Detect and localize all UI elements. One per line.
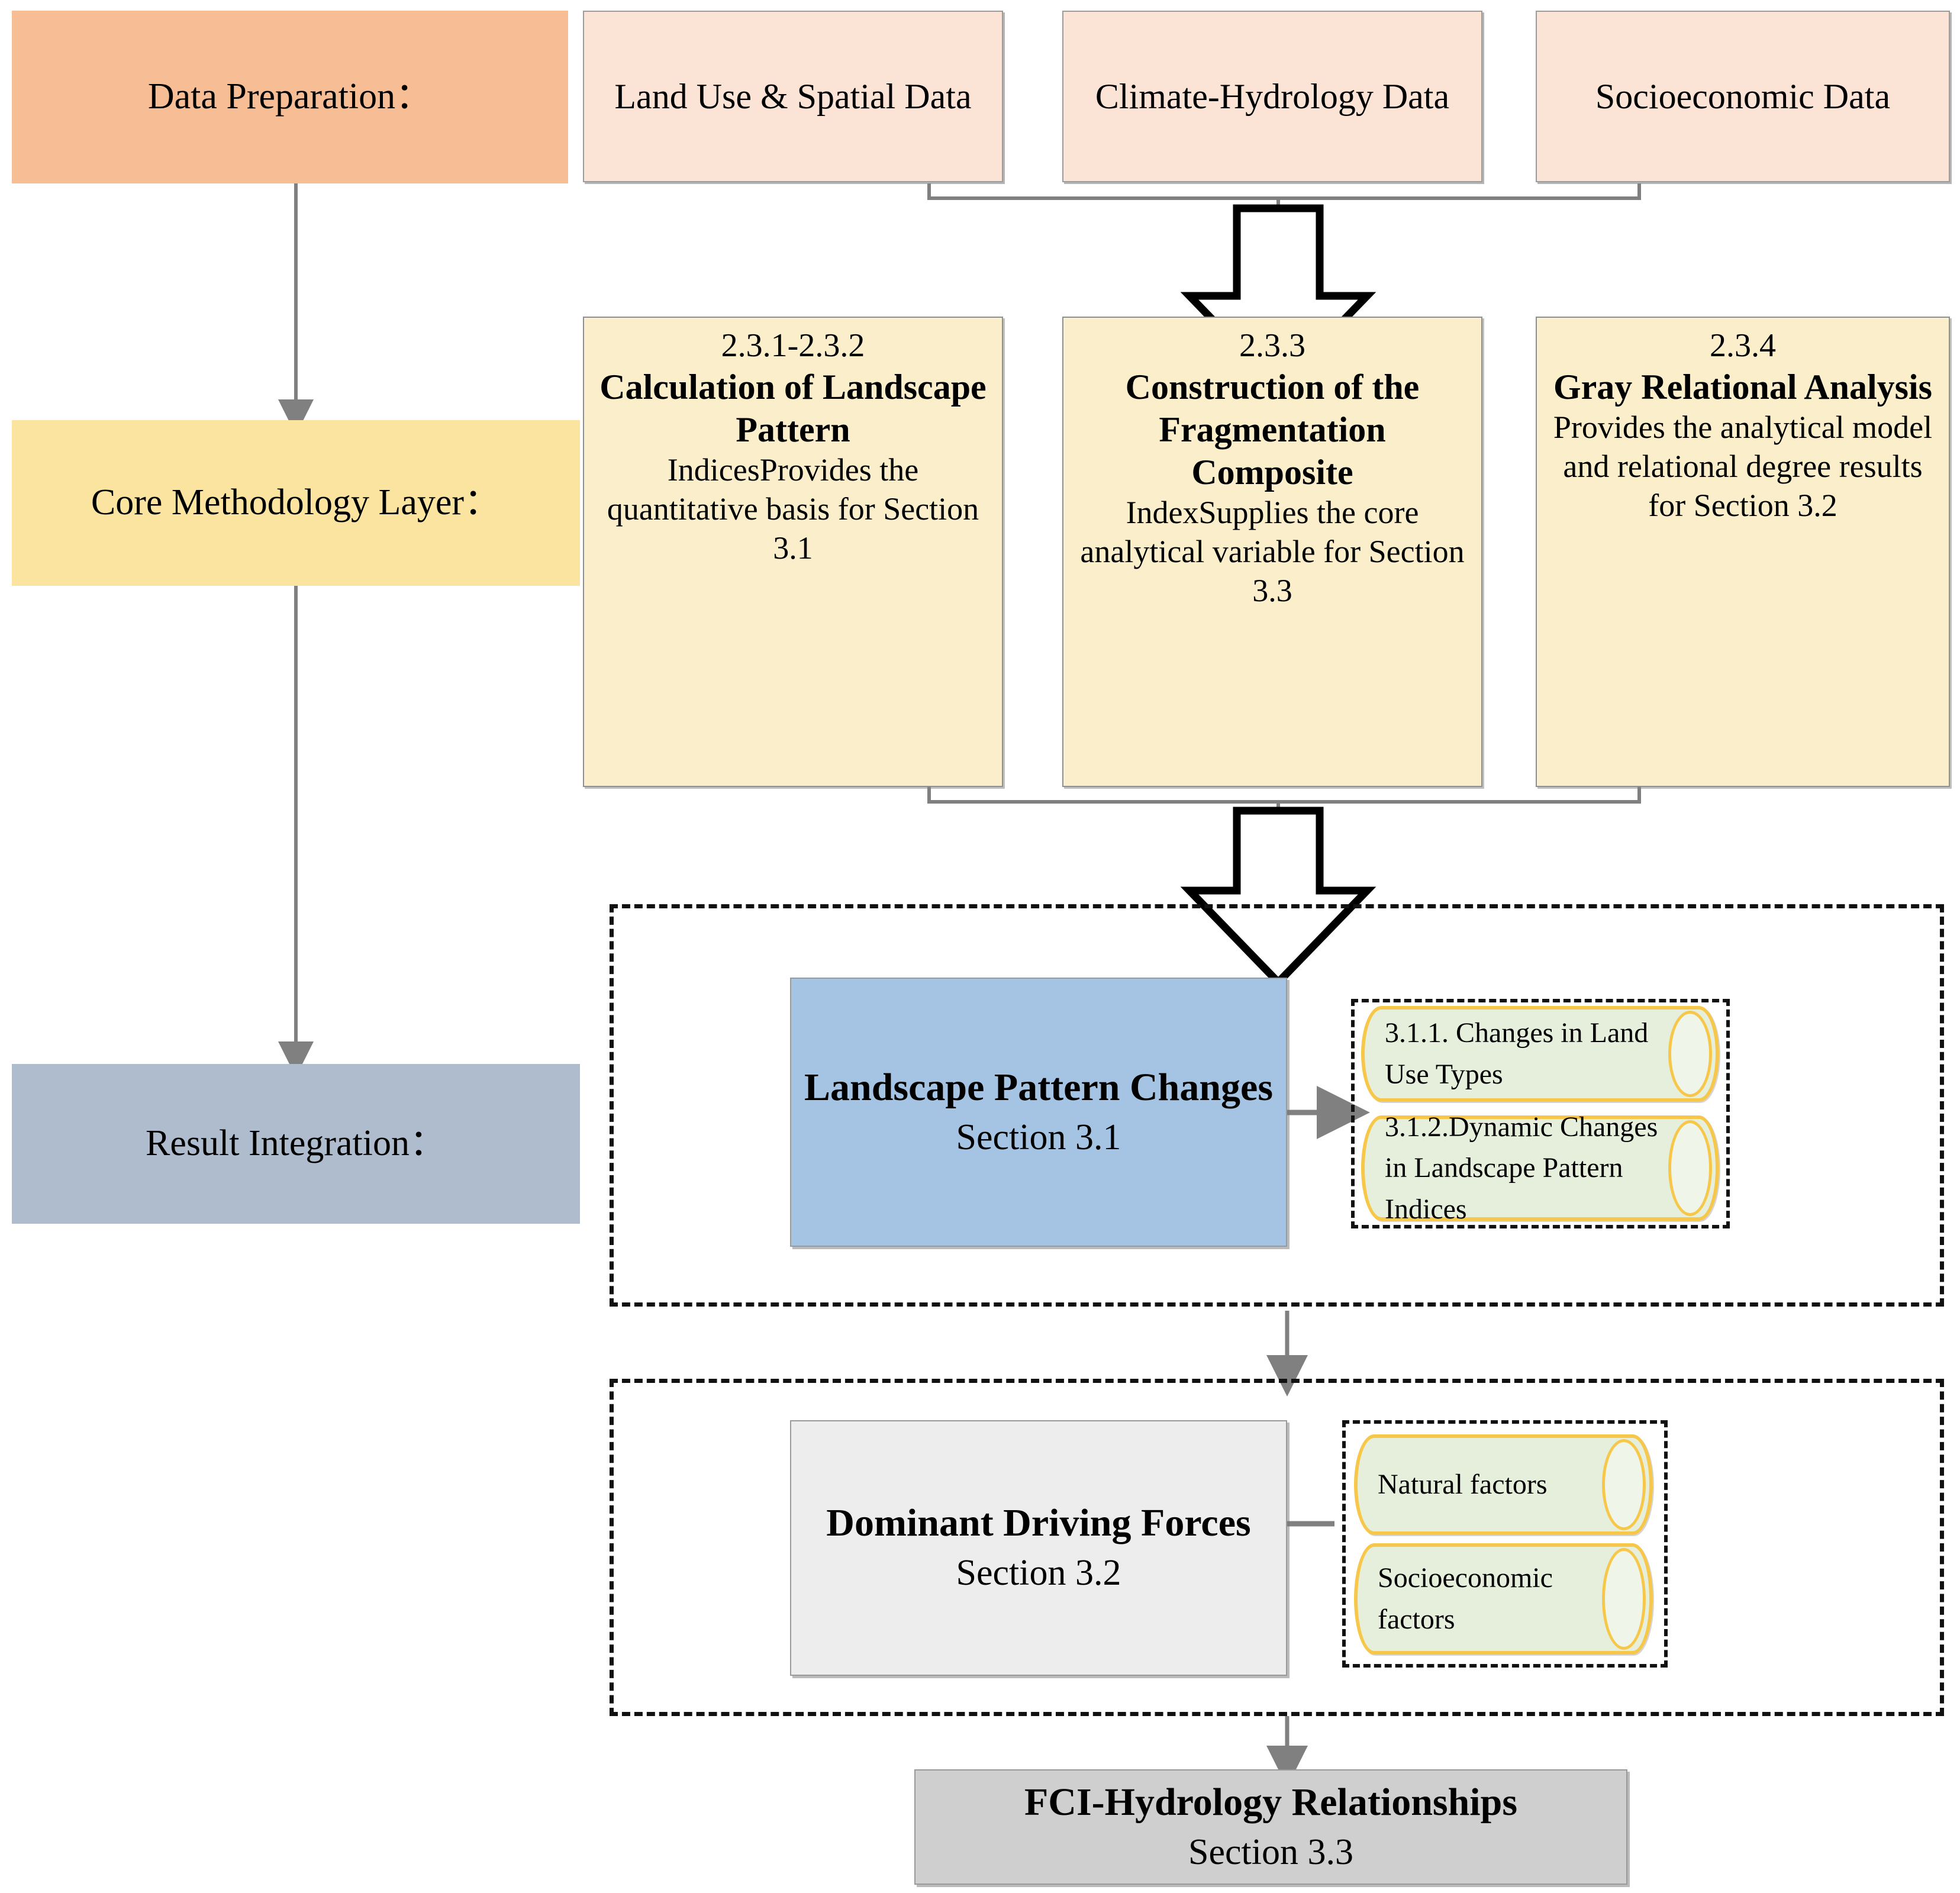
lane-label-text: Result Integration：: [146, 1123, 446, 1164]
method-box-gray-relational-analysis[interactable]: 2.3.4 Gray Relational Analysis Provides …: [1536, 317, 1950, 787]
method-description: IndexSupplies the core analytical variab…: [1080, 495, 1465, 608]
method-title: Construction of the Fragmentation Compos…: [1125, 367, 1420, 492]
result-items-region-two: [1342, 1420, 1668, 1668]
lane-label-data-preparation: Data Preparation：: [12, 11, 568, 183]
result-title: Dominant Driving Forces: [826, 1501, 1251, 1545]
method-title: Calculation of Landscape Pattern: [599, 367, 987, 450]
lane-label-text: Data Preparation：: [147, 76, 433, 117]
data-source-label: Socioeconomic Data: [1595, 76, 1891, 116]
result-node-fci-hydrology-relationships[interactable]: FCI-Hydrology Relationships Section 3.3: [914, 1769, 1627, 1885]
data-source-label: Land Use & Spatial Data: [614, 76, 972, 116]
cylinder-cap-icon: [1602, 1548, 1646, 1650]
method-number: 2.3.1-2.3.2: [721, 327, 865, 364]
method-description: IndicesProvides the quantitative basis f…: [607, 452, 979, 566]
data-source-land-use[interactable]: Land Use & Spatial Data: [583, 11, 1003, 182]
result-items-region-one: [1351, 999, 1730, 1228]
result-subtitle: Section 3.3: [1188, 1831, 1353, 1872]
result-item-label: Natural factors: [1378, 1469, 1548, 1501]
method-number: 2.3.3: [1239, 327, 1305, 364]
cylinder-cap-icon: [1602, 1439, 1646, 1530]
wire-data-bracket: [927, 183, 1641, 200]
method-title: Gray Relational Analysis: [1553, 367, 1933, 407]
method-description: Provides the analytical model and relati…: [1553, 409, 1933, 523]
result-node-landscape-pattern-changes[interactable]: Landscape Pattern Changes Section 3.1: [790, 978, 1287, 1247]
lane-label-result-integration: Result Integration：: [12, 1064, 580, 1224]
method-box-fragmentation-composite[interactable]: 2.3.3 Construction of the Fragmentation …: [1062, 317, 1482, 787]
lane-label-core-methodology: Core Methodology Layer：: [12, 420, 580, 586]
cylinder-cap-icon: [1668, 1011, 1712, 1097]
data-source-socioeconomic[interactable]: Socioeconomic Data: [1536, 11, 1950, 182]
result-region-one: [610, 904, 1944, 1307]
result-subtitle: Section 3.2: [956, 1553, 1121, 1594]
result-item-label: 3.1.1. Changes in Land Use Types: [1385, 1017, 1649, 1090]
result-item-dynamic-changes-indices[interactable]: 3.1.2.Dynamic Changes in Landscape Patte…: [1361, 1111, 1719, 1225]
result-title: Landscape Pattern Changes: [804, 1065, 1274, 1109]
lane-label-text: Core Methodology Layer：: [91, 482, 501, 523]
result-node-dominant-driving-forces[interactable]: Dominant Driving Forces Section 3.2: [790, 1420, 1287, 1676]
wire-methods-bracket: [927, 787, 1641, 804]
method-box-landscape-pattern[interactable]: 2.3.1-2.3.2 Calculation of Landscape Pat…: [583, 317, 1003, 787]
method-number: 2.3.4: [1710, 327, 1776, 364]
result-subtitle: Section 3.1: [956, 1117, 1121, 1157]
result-region-two: [610, 1379, 1944, 1716]
result-item-label: Socioeconomic factors: [1378, 1562, 1553, 1635]
result-title: FCI-Hydrology Relationships: [1024, 1780, 1518, 1824]
result-item-changes-land-use-types[interactable]: 3.1.1. Changes in Land Use Types: [1361, 1006, 1719, 1102]
cylinder-cap-icon: [1668, 1120, 1712, 1216]
result-item-socioeconomic-factors[interactable]: Socioeconomic factors: [1354, 1543, 1653, 1655]
data-source-label: Climate-Hydrology Data: [1095, 76, 1450, 116]
data-source-climate-hydrology[interactable]: Climate-Hydrology Data: [1062, 11, 1482, 182]
result-item-natural-factors[interactable]: Natural factors: [1354, 1434, 1653, 1535]
result-item-label: 3.1.2.Dynamic Changes in Landscape Patte…: [1385, 1111, 1658, 1225]
